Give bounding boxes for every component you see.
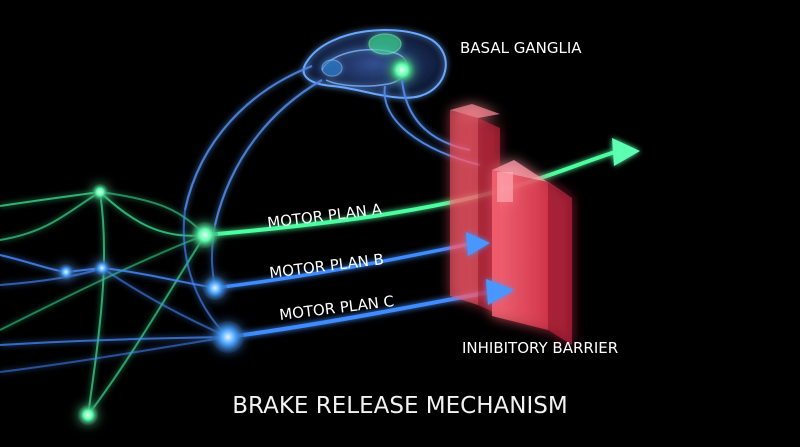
neuron-node-icon xyxy=(92,184,108,200)
motor-plan-c-arrow-icon xyxy=(486,279,514,305)
neuron-node-icon xyxy=(203,276,227,300)
diagram-title: BRAKE RELEASE MECHANISM xyxy=(232,393,567,419)
neural-network-lines xyxy=(0,191,229,416)
neuron-node-icon xyxy=(94,260,110,276)
motor-plan-b-arrow-icon xyxy=(466,232,490,256)
basal-ganglia-structure xyxy=(183,28,447,226)
motor-plan-b-pathway xyxy=(214,242,471,290)
neuron-node-icon xyxy=(58,264,74,280)
neuron-nodes xyxy=(58,184,244,425)
motor-plan-a-label: MOTOR PLAN A xyxy=(266,200,383,232)
neuron-node-icon xyxy=(212,321,244,353)
inhibitory-barrier xyxy=(450,104,572,345)
basal-ganglia-node-icon xyxy=(389,57,415,83)
inhibitory-barrier-label: INHIBITORY BARRIER xyxy=(462,339,618,357)
basal-ganglia-label: BASAL GANGLIA xyxy=(460,39,582,57)
neuron-node-icon xyxy=(78,405,98,425)
motor-plan-b-label: MOTOR PLAN B xyxy=(268,250,385,282)
neuron-node-icon xyxy=(192,222,218,248)
motor-plan-a-arrow-icon xyxy=(612,138,640,166)
